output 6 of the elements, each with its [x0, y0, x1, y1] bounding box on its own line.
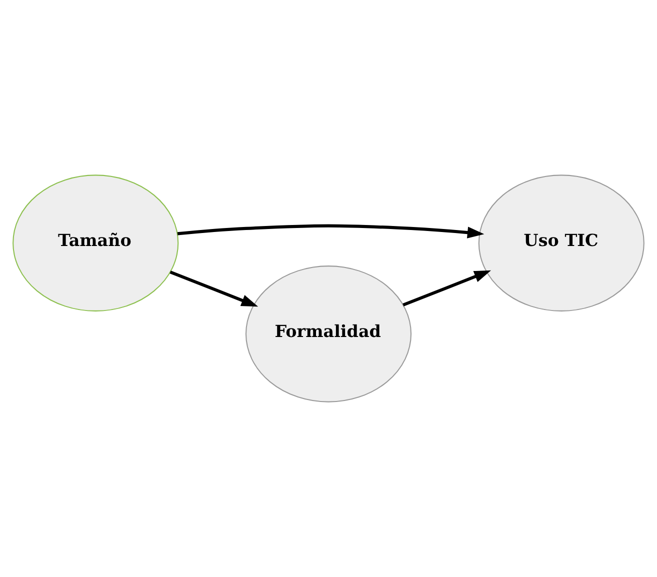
arrow — [177, 224, 484, 238]
node-ellipse: Formalidad — [245, 266, 412, 402]
node-ellipse: Tamaño — [12, 174, 179, 312]
node-ellipse: Uso TIC — [478, 174, 644, 312]
arrow — [402, 270, 492, 306]
arrow — [170, 270, 258, 307]
